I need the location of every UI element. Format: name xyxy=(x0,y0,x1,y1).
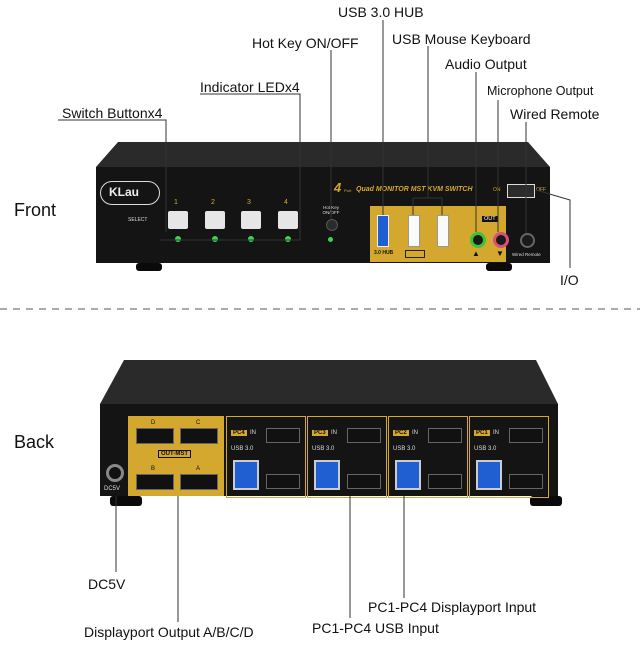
dp-output-d[interactable] xyxy=(136,428,174,444)
power-switch[interactable] xyxy=(507,184,535,198)
hotkey-label: Hot Key ON/OFF xyxy=(252,35,359,51)
select-text: SELECT xyxy=(128,217,148,223)
pc4-usb-b-port[interactable] xyxy=(233,460,259,490)
switch-button-1[interactable] xyxy=(168,211,188,229)
usb-mouse-port[interactable] xyxy=(437,215,449,247)
pc4-dp-b[interactable] xyxy=(266,428,300,443)
port-letter-c: C xyxy=(196,420,201,426)
back-label: Back xyxy=(14,432,55,452)
switch-button-2[interactable] xyxy=(205,211,225,229)
port-letter-a: A xyxy=(196,466,201,472)
indicator-led-1 xyxy=(175,236,181,242)
pc3-dp-a[interactable] xyxy=(347,474,381,489)
pc1-tag: PC1 xyxy=(474,430,490,436)
out-mst-text: OUT-MST xyxy=(158,450,191,458)
hotkey-led xyxy=(328,237,333,242)
button-number-3: 3 xyxy=(247,199,251,206)
port-letter-d: D xyxy=(151,420,156,426)
switch-buttons-label: Switch Buttonx4 xyxy=(62,105,163,121)
button-number-1: 1 xyxy=(174,199,178,206)
pc1-dp-b[interactable] xyxy=(509,428,543,443)
pc4-group xyxy=(226,416,306,498)
pc2-usb-text: USB 3.0 xyxy=(393,446,416,452)
indicator-led-label: Indicator LEDx4 xyxy=(200,79,300,95)
usb30-port[interactable] xyxy=(377,215,389,247)
usb-mouse-keyboard-label: USB Mouse Keyboard xyxy=(392,31,531,47)
pc1-usb-b-port[interactable] xyxy=(476,460,502,490)
microphone-output-label: Microphone Output xyxy=(487,84,594,98)
product-port: Port xyxy=(344,188,352,193)
pc2-dp-a[interactable] xyxy=(428,474,462,489)
indicator-led-3 xyxy=(248,236,254,242)
indicator-led-2 xyxy=(212,236,218,242)
brand-text: KLau xyxy=(109,185,139,199)
front-label: Front xyxy=(14,200,57,220)
mic-jack[interactable] xyxy=(493,232,509,248)
speaker-icon: ▲ xyxy=(472,249,480,258)
audio-jack[interactable] xyxy=(470,232,486,248)
brand-logo: KLau xyxy=(100,181,160,205)
dc5v-small-text: DC5V xyxy=(104,486,121,492)
pc2-tag: PC2 xyxy=(393,430,409,436)
mic-icon: ▼ xyxy=(496,249,504,258)
io-label: I/O xyxy=(560,272,579,288)
wired-remote-small-text: Wired Remote xyxy=(512,252,541,257)
pc3-usb-text: USB 3.0 xyxy=(312,446,335,452)
out-text: OUT xyxy=(482,216,498,222)
pc2-group xyxy=(388,416,468,498)
pc3-group xyxy=(307,416,387,498)
dc5v-jack[interactable] xyxy=(106,464,124,482)
product-num: 4 xyxy=(334,180,342,195)
button-number-2: 2 xyxy=(211,199,215,206)
usb-keyboard-port[interactable] xyxy=(408,215,420,247)
pc3-in-text: IN xyxy=(331,430,337,436)
pc-dp-input-label: PC1-PC4 Displayport Input xyxy=(368,599,537,615)
pc4-tag: PC4 xyxy=(231,430,247,436)
pc1-group xyxy=(469,416,549,498)
usb30-hub-label: USB 3.0 HUB xyxy=(338,4,424,20)
pc2-dp-b[interactable] xyxy=(428,428,462,443)
pc1-in-text: IN xyxy=(493,430,499,436)
pc4-usb-text: USB 3.0 xyxy=(231,446,254,452)
hotkey-button[interactable] xyxy=(326,219,338,231)
pc3-tag: PC3 xyxy=(312,430,328,436)
dp-output-b[interactable] xyxy=(136,474,174,490)
wired-remote-label: Wired Remote xyxy=(510,106,600,122)
wired-remote-jack[interactable] xyxy=(520,233,535,248)
keyboard-icon xyxy=(405,250,425,258)
pc3-dp-b[interactable] xyxy=(347,428,381,443)
dp-output-c[interactable] xyxy=(180,428,218,444)
switch-button-4[interactable] xyxy=(278,211,298,229)
button-number-4: 4 xyxy=(284,199,288,206)
pc-usb-input-label: PC1-PC4 USB Input xyxy=(312,620,439,636)
switch-button-3[interactable] xyxy=(241,211,261,229)
pc1-usb-text: USB 3.0 xyxy=(474,446,497,452)
pc1-dp-a[interactable] xyxy=(509,474,543,489)
audio-output-label: Audio Output xyxy=(445,56,527,72)
dp-output-a[interactable] xyxy=(180,474,218,490)
pc3-usb-b-port[interactable] xyxy=(314,460,340,490)
pc2-in-text: IN xyxy=(412,430,418,436)
pc4-dp-a[interactable] xyxy=(266,474,300,489)
usb-hub-small-text: 3.0 HUB xyxy=(374,250,394,256)
product-name: Quad MONITOR MST KVM SWITCH xyxy=(356,186,473,193)
pc2-usb-b-port[interactable] xyxy=(395,460,421,490)
on-text: ON xyxy=(493,187,501,193)
dc5v-label: DC5V xyxy=(88,576,126,592)
indicator-led-4 xyxy=(285,236,291,242)
displayport-output-label: Displayport Output A/B/C/D xyxy=(84,624,254,640)
pc4-in-text: IN xyxy=(250,430,256,436)
port-letter-b: B xyxy=(151,466,156,472)
off-text: OFF xyxy=(536,187,546,193)
